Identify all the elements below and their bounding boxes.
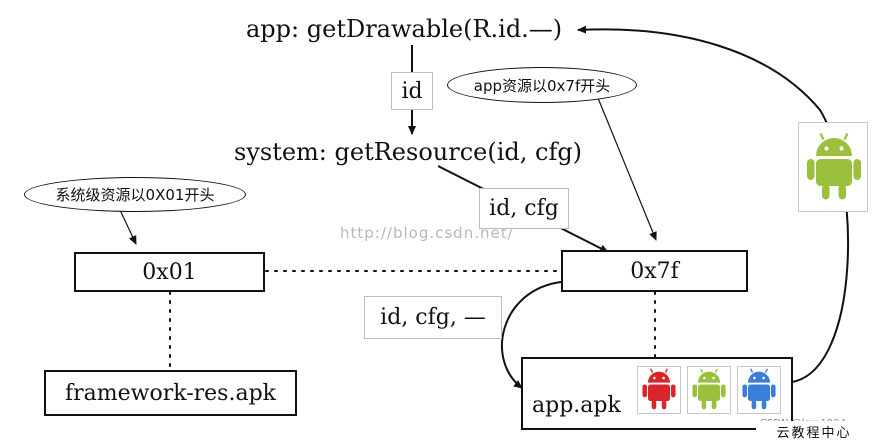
callout-app-prefix: app资源以0x7f开头 — [447, 67, 637, 103]
framework-res-apk-box: framework-res.apk — [44, 370, 297, 416]
brand-label: 云教程中心 — [756, 421, 872, 442]
android-green-icon — [807, 132, 861, 200]
callout-pointer-app — [597, 97, 657, 241]
android-blue-icon — [742, 368, 776, 410]
android-green-image — [798, 122, 868, 212]
arrow-0x7f-to-apk — [500, 281, 562, 389]
arrow-apk-to-app-call — [577, 25, 850, 383]
id-cfg-dash-label: id, cfg, — — [364, 296, 502, 339]
app-package-box-0x7f: 0x7f — [561, 250, 748, 292]
brand-text: 云教程中心 — [776, 426, 852, 441]
callout-pointer-system — [119, 209, 137, 245]
app-apk-label: app.apk — [532, 393, 621, 418]
app-getdrawable-call: app: getDrawable(R.id.—) — [246, 15, 563, 43]
android-green-icon — [692, 368, 726, 410]
android-red-tile — [637, 366, 681, 414]
id-label: id — [391, 72, 433, 110]
android-blue-tile — [737, 366, 781, 414]
system-package-box-0x01: 0x01 — [74, 252, 265, 292]
system-getresource-call: system: getResource(id, cfg) — [234, 138, 583, 166]
id-cfg-label: id, cfg — [479, 188, 569, 229]
android-red-icon — [642, 368, 676, 410]
callout-system-prefix: 系统级资源以0X01开头 — [24, 177, 246, 212]
watermark-text: http://blog.csdn.net/ — [340, 224, 514, 242]
android-green-tile — [687, 366, 731, 414]
